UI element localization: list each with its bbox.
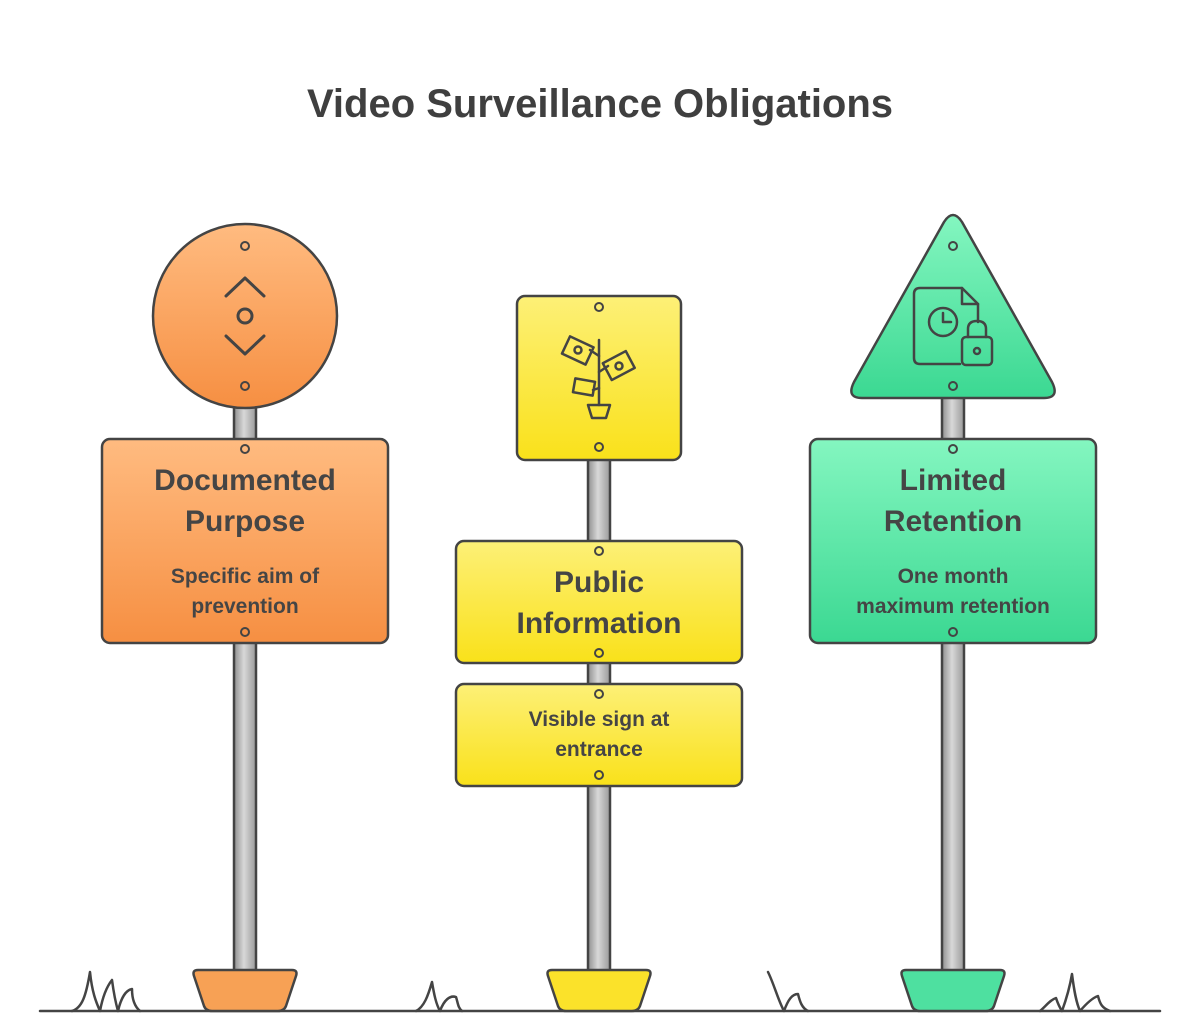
rivet	[594, 546, 604, 556]
rivet	[594, 302, 604, 312]
label-board	[100, 437, 390, 645]
rivet	[240, 627, 250, 637]
sign-3-heading-line2: Retention	[883, 505, 1023, 538]
rivet	[948, 627, 958, 637]
grass-tuft	[70, 970, 142, 1013]
sign-1-description: Specific aim of prevention	[102, 562, 388, 622]
target-arrows-icon	[224, 276, 266, 356]
rivet	[240, 241, 250, 251]
sign-3-heading: Limited Retention	[810, 460, 1096, 542]
sign-3-heading-line1: Limited	[899, 464, 1007, 497]
description-board	[454, 682, 744, 788]
rivet	[594, 648, 604, 658]
rivet	[948, 444, 958, 454]
sign-2-heading-line2: Information	[516, 607, 682, 640]
rivet	[948, 381, 958, 391]
rivet	[240, 381, 250, 391]
sign-2-heading-line1: Public	[553, 566, 644, 599]
grass-tuft	[414, 980, 464, 1013]
pole-base	[546, 968, 652, 1013]
heading-board	[454, 539, 744, 665]
rivet	[594, 689, 604, 699]
pole-base	[900, 968, 1006, 1013]
rivet	[948, 241, 958, 251]
sign-limited-retention	[808, 213, 1098, 1013]
sign-1-heading: Documented Purpose	[102, 460, 388, 542]
sign-1-heading-line2: Purpose	[184, 505, 306, 538]
document-clock-lock-icon	[912, 286, 994, 367]
sign-2-description: Visible sign at entrance	[456, 705, 742, 765]
grass-tuft	[1038, 972, 1112, 1013]
sign-1-description-line1: Specific aim of	[170, 565, 320, 588]
sign-2-description-line2: entrance	[555, 738, 643, 761]
pole-base	[192, 968, 298, 1013]
sign-3-description-line1: One month	[897, 565, 1009, 588]
diagram-title: Video Surveillance Obligations	[306, 82, 894, 126]
triangle-sign	[850, 213, 1056, 400]
label-board	[808, 437, 1098, 645]
sign-2-description-line1: Visible sign at	[528, 708, 670, 731]
sign-1-description-line2: prevention	[191, 595, 299, 618]
sign-public-information	[454, 294, 744, 1013]
signpost-icon	[560, 335, 636, 420]
rivet	[594, 442, 604, 452]
sign-documented-purpose	[100, 222, 390, 1013]
sign-1-heading-line1: Documented	[154, 464, 336, 497]
grass-tuft	[766, 970, 810, 1013]
sign-3-description-line2: maximum retention	[856, 595, 1050, 618]
sign-2-heading: Public Information	[456, 562, 742, 644]
rivet	[594, 770, 604, 780]
rivet	[240, 444, 250, 454]
sign-3-description: One month maximum retention	[810, 562, 1096, 622]
circle-sign	[151, 222, 339, 410]
